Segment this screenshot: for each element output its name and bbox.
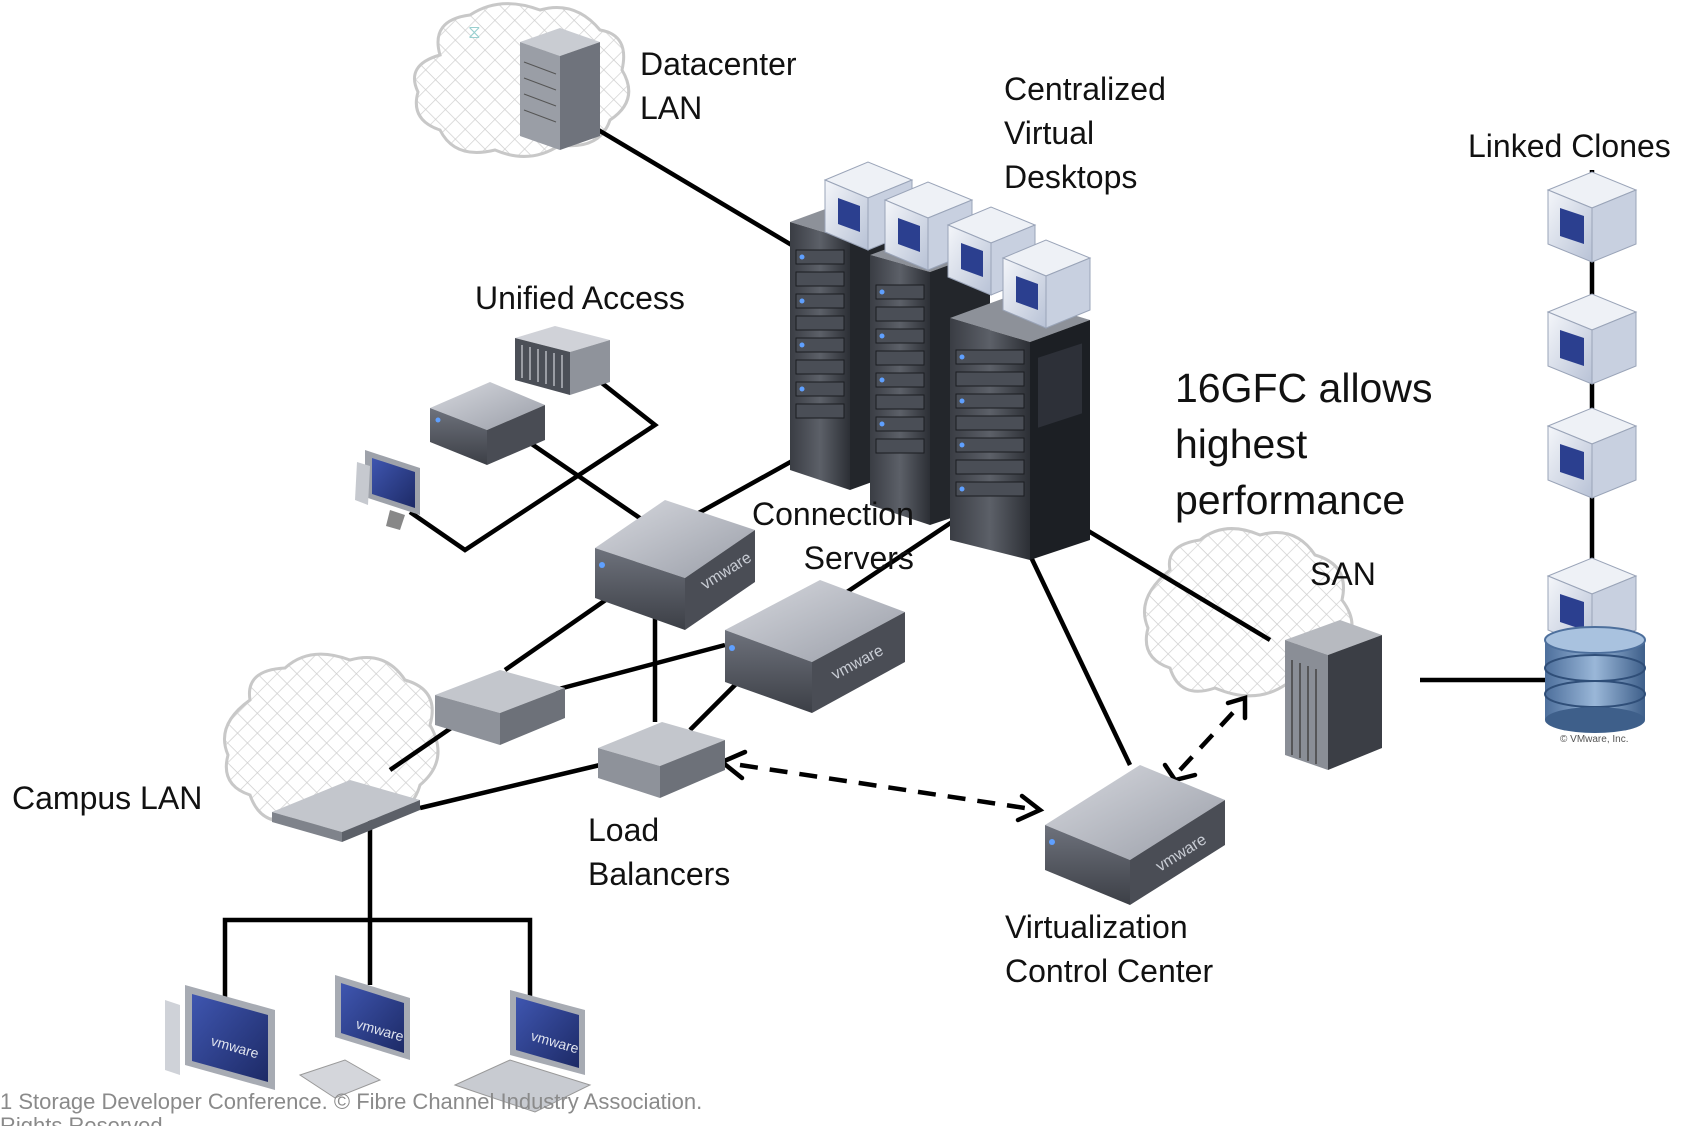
vmware-copyright: © VMware, Inc. [1560, 734, 1629, 745]
cvd-label-line2: Virtual [1004, 115, 1095, 151]
datacenter-lan-label-line2: LAN [640, 90, 703, 126]
link-connection2-to-lb1 [554, 642, 726, 693]
linked-clones-icons [1546, 171, 1638, 649]
link-unified-access [408, 378, 659, 553]
rack-slots [795, 249, 1025, 497]
link-datacenter-to-desktops [588, 123, 802, 252]
vm-cube-icon [1546, 407, 1638, 499]
link-connection2-to-lb2 [688, 678, 742, 732]
load-balancers-label: Load Balancers [588, 808, 730, 896]
cvd-label-line3: Desktops [1004, 159, 1138, 195]
connection-server-2-icon: vmware [725, 580, 905, 713]
load-balancer-1-icon [435, 670, 565, 745]
management-links [739, 703, 1242, 811]
storage-disk-icon [1544, 626, 1646, 733]
performance-note-line2: highest [1175, 421, 1308, 467]
cvd-label-line1: Centralized [1004, 71, 1166, 107]
arrowheads [717, 694, 1248, 823]
client-laptop-icon: vmware [453, 990, 592, 1113]
vm-cube-icon [1546, 293, 1638, 385]
load-balancer-2-icon [598, 722, 725, 798]
virtualization-control-center-icon: vmware [1045, 765, 1225, 905]
svg-text:⧖: ⧖ [468, 22, 481, 42]
thin-client-box-icon [430, 382, 545, 465]
blade-chassis-icon [515, 326, 610, 395]
link-desktops-to-vcc [1027, 554, 1133, 766]
centralized-virtual-desktops-label: Centralized Virtual Desktops [1004, 67, 1166, 199]
vm-cube-icon [1546, 171, 1638, 263]
datacenter-server-icon: ⧖ [468, 22, 600, 150]
rack-leds [799, 254, 965, 492]
link-desktops-to-san [1068, 518, 1272, 642]
link-box-to-connection1 [518, 434, 652, 527]
vm-cube-icons-desktops [823, 161, 1092, 329]
arrowhead-san [1225, 694, 1248, 721]
vcc-label-line2: Control Center [1005, 953, 1214, 989]
performance-note-line1: 16GFC allows [1175, 365, 1433, 411]
connection-servers-line2: Servers [803, 540, 914, 576]
linked-clones-label: Linked Clones [1468, 128, 1671, 164]
campus-lan-cloud [223, 652, 440, 828]
virtualization-control-center-label: Virtualization Control Center [1005, 905, 1213, 993]
connection-servers-line1: Connection [752, 496, 914, 532]
datacenter-lan-label-line1: Datacenter [640, 46, 797, 82]
link-lb2-to-switch [419, 762, 601, 811]
footer-copyright: 1 Storage Developer Conference. © Fibre … [0, 1089, 703, 1114]
unified-access-label: Unified Access [475, 280, 685, 316]
connection-server-1-icon: vmware [595, 500, 755, 630]
network-links [222, 123, 1595, 998]
vcc-label-line1: Virtualization [1005, 909, 1188, 945]
campus-lan-label: Campus LAN [12, 780, 203, 816]
client-desktop-1-icon: vmware [165, 985, 275, 1090]
arrowhead-vcc-left [1015, 793, 1045, 823]
link-clients-bus [222, 917, 533, 998]
client-desktop-2-icon: vmware [298, 975, 410, 1099]
campus-switch-icon [272, 780, 420, 842]
vm-cube-icon [1001, 239, 1092, 329]
load-balancers-line2: Balancers [588, 856, 731, 892]
datacenter-lan-label: Datacenter LAN [640, 42, 797, 130]
remote-monitor-icon [355, 450, 420, 530]
dashed-lb-to-vcc [739, 762, 1026, 811]
footer-rights: Rights Reserved. [0, 1113, 169, 1126]
link-desktops-to-connection2 [833, 518, 957, 602]
dashed-vcc-to-san [1178, 703, 1242, 772]
san-label: SAN [1310, 556, 1376, 592]
connection-servers-label: Connection Servers [752, 492, 914, 580]
load-balancers-line1: Load [588, 812, 660, 848]
performance-note-line3: performance [1175, 477, 1406, 523]
performance-note-label: 16GFC allows highest performance [1175, 360, 1432, 528]
link-connection1-to-lb1 [503, 588, 622, 672]
san-storage-icon [1285, 620, 1382, 770]
